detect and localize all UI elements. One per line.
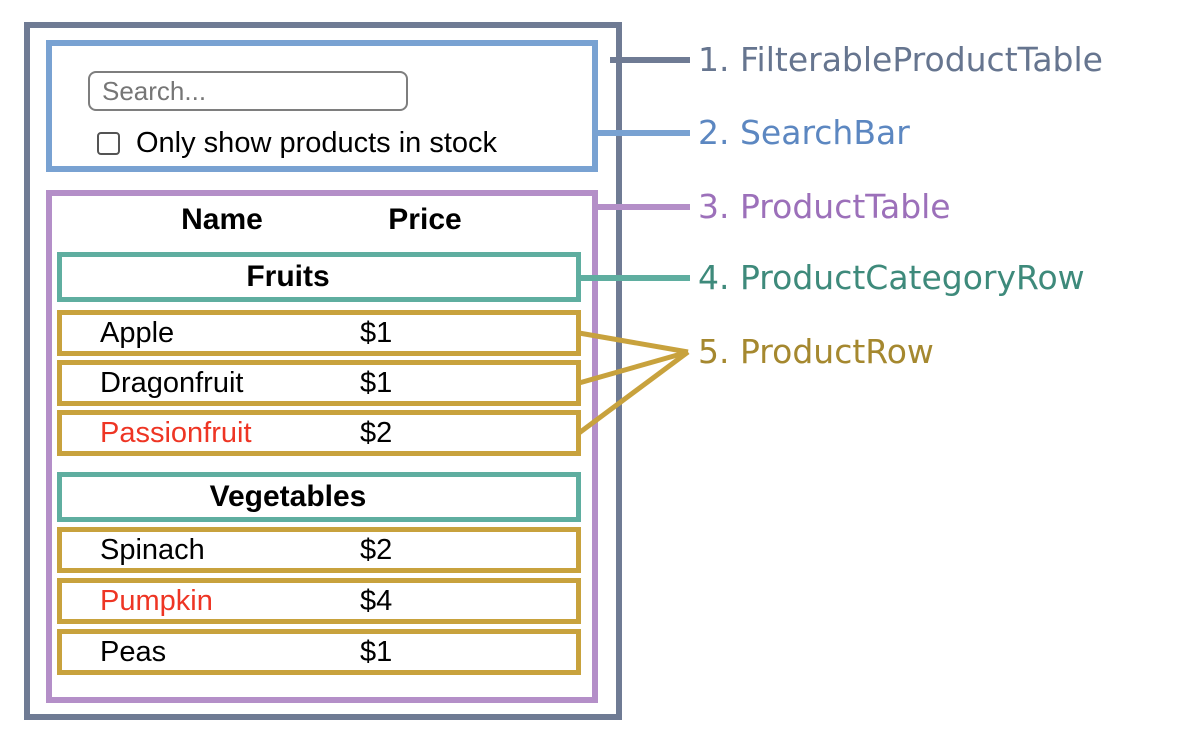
product-row-dragonfruit: Dragonfruit $1 bbox=[57, 360, 581, 406]
product-price: $4 bbox=[360, 584, 393, 617]
search-bar-box: Only show products in stock bbox=[46, 40, 598, 172]
product-table-box: Name Price Fruits Apple $1 Dragonfruit $… bbox=[46, 190, 598, 703]
column-header-price: Price bbox=[388, 203, 462, 236]
legend-item-product-table: 3. ProductTable bbox=[698, 187, 951, 226]
stock-checkbox-label: Only show products in stock bbox=[136, 126, 498, 159]
stock-checkbox[interactable] bbox=[97, 131, 120, 155]
product-name: Peas bbox=[100, 635, 167, 668]
legend-item-filterable-product-table: 1. FilterableProductTable bbox=[698, 40, 1103, 79]
legend-item-search-bar: 2. SearchBar bbox=[698, 113, 910, 152]
product-row-pumpkin: Pumpkin $4 bbox=[57, 578, 581, 624]
category-row-vegetables: Vegetables bbox=[57, 472, 581, 522]
legend-item-product-row: 5. ProductRow bbox=[698, 332, 934, 371]
product-row-spinach: Spinach $2 bbox=[57, 527, 581, 573]
category-row-fruits: Fruits bbox=[57, 252, 581, 302]
product-name: Spinach bbox=[100, 533, 205, 566]
product-name: Dragonfruit bbox=[100, 366, 244, 399]
search-input[interactable] bbox=[88, 71, 408, 111]
filterable-product-table-box: Only show products in stock Name Price F… bbox=[24, 22, 622, 720]
product-row-peas: Peas $1 bbox=[57, 629, 581, 675]
product-name: Pumpkin bbox=[100, 584, 213, 617]
product-price: $1 bbox=[360, 635, 393, 668]
stock-filter-row: Only show products in stock bbox=[97, 127, 497, 159]
product-name: Apple bbox=[100, 316, 175, 349]
column-header-name: Name bbox=[181, 203, 263, 236]
product-row-passionfruit: Passionfruit $2 bbox=[57, 410, 581, 456]
legend-item-product-category-row: 4. ProductCategoryRow bbox=[698, 258, 1085, 297]
product-price: $1 bbox=[360, 316, 393, 349]
product-name: Passionfruit bbox=[100, 416, 252, 449]
product-row-apple: Apple $1 bbox=[57, 310, 581, 356]
product-price: $2 bbox=[360, 533, 393, 566]
product-price: $1 bbox=[360, 366, 393, 399]
product-price: $2 bbox=[360, 416, 393, 449]
